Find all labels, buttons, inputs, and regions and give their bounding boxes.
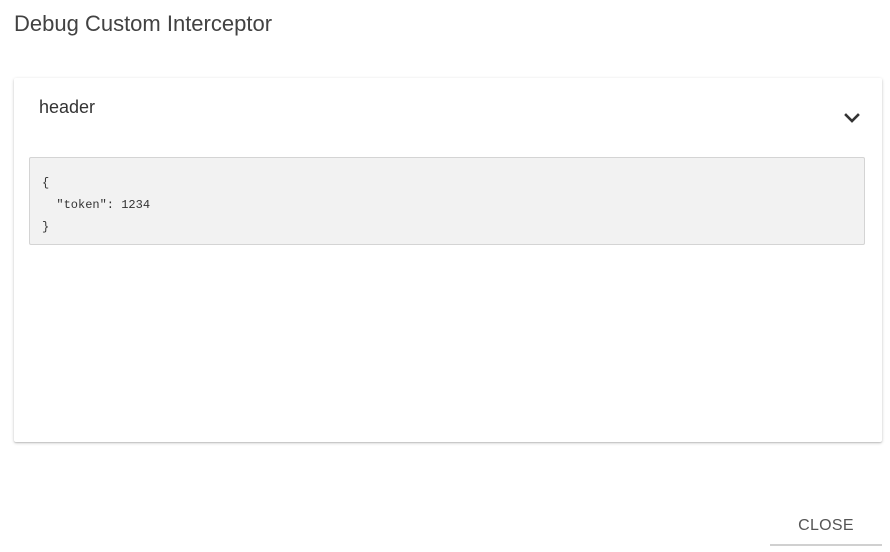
json-code-block: { "token": 1234 } xyxy=(29,157,865,245)
dialog-title: Debug Custom Interceptor xyxy=(14,11,273,36)
panel-title: header xyxy=(39,97,96,117)
expansion-panel: header { "token": 1234 } xyxy=(14,78,882,442)
close-button[interactable]: CLOSE xyxy=(770,508,882,546)
expansion-panel-header[interactable]: header xyxy=(14,78,882,142)
chevron-down-icon[interactable] xyxy=(842,108,862,128)
